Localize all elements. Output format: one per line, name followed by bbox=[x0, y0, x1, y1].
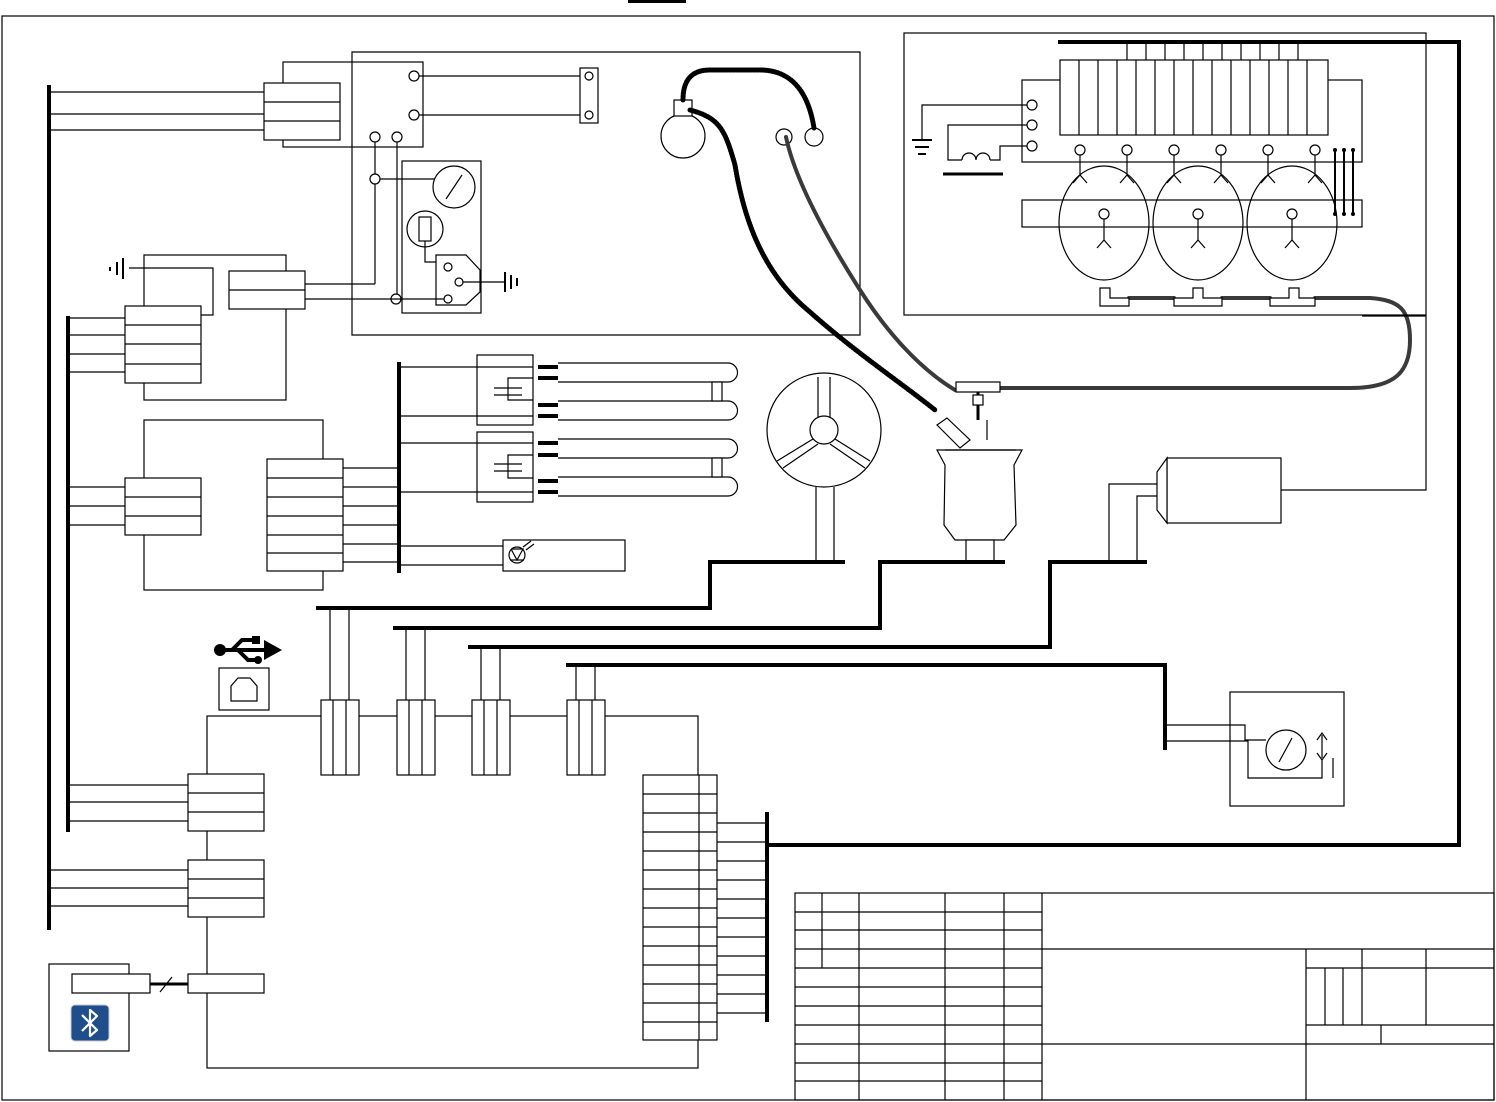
title-block bbox=[794, 892, 1495, 1101]
drawing-frame bbox=[1, 15, 1495, 1101]
main-control-board bbox=[49, 608, 767, 1069]
heater-elements bbox=[397, 354, 739, 573]
heating-panel bbox=[903, 32, 1427, 316]
ground-icon bbox=[109, 258, 124, 279]
bluetooth-module bbox=[48, 963, 188, 1052]
ground-icon bbox=[503, 272, 518, 292]
coil-icon bbox=[943, 152, 1003, 176]
thermostat-fuse-assembly bbox=[304, 142, 503, 314]
right-bus-lines bbox=[765, 40, 1461, 1022]
lamp-icon bbox=[660, 99, 824, 159]
left-bus-lines bbox=[47, 85, 70, 930]
fan-icon bbox=[766, 372, 882, 562]
water-hoses bbox=[680, 67, 1413, 413]
usb-b-port-icon bbox=[218, 667, 270, 711]
pressure-switch-icon bbox=[1165, 691, 1345, 807]
motor-icon bbox=[1108, 315, 1427, 562]
ground-icon bbox=[912, 139, 932, 155]
top-label-fragment bbox=[628, 0, 686, 3]
pump-icon bbox=[936, 381, 1023, 563]
bluetooth-icon bbox=[70, 1004, 110, 1042]
led-icon bbox=[399, 539, 626, 572]
connector-block-2 bbox=[68, 419, 399, 591]
connector-block-1 bbox=[68, 254, 306, 401]
power-input-module bbox=[49, 51, 861, 336]
stepped-bus-lines bbox=[316, 560, 1167, 750]
usb-icon bbox=[214, 636, 282, 664]
